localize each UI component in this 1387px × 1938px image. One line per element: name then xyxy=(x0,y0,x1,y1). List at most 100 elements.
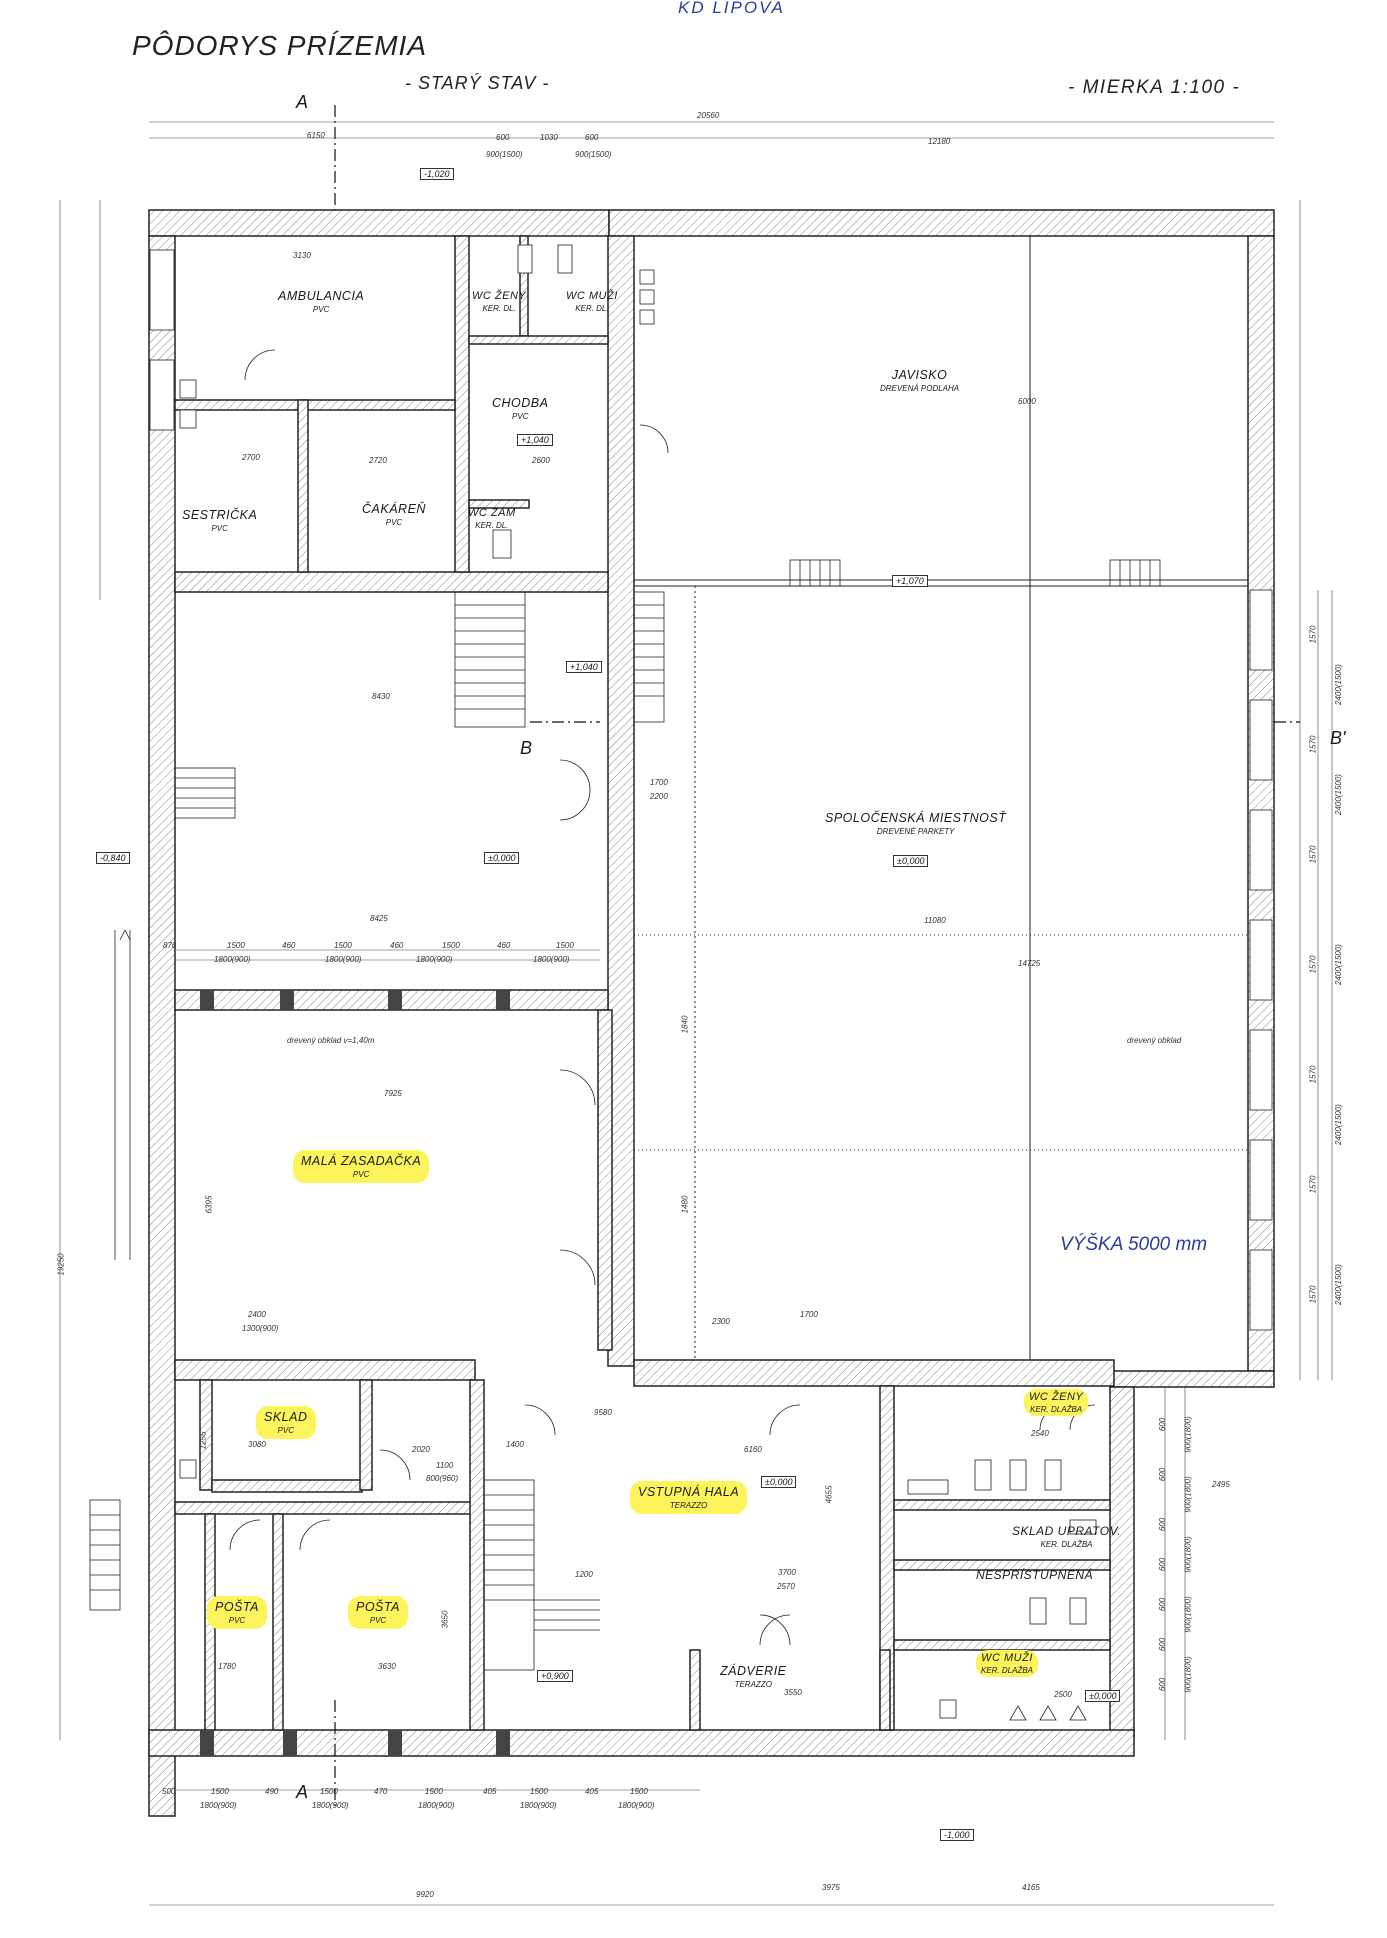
dim-top-small: 600 xyxy=(585,133,599,142)
dim-mid-7925: 7925 xyxy=(384,1089,402,1098)
dim-bottom-total: 9920 xyxy=(416,1890,434,1899)
level-marker: ±0,000 xyxy=(484,852,520,864)
dim-misc: 2400 xyxy=(248,1310,266,1319)
dim-row-upper: 1500 xyxy=(442,941,460,950)
room-wc-muzi-bottom: WC MUŽI KER. DLAŽBA xyxy=(976,1650,1039,1677)
level-marker: -1,000 xyxy=(940,1829,974,1841)
dim-bottom-row: 405 xyxy=(483,1787,497,1796)
dim-bottom-4165: 4165 xyxy=(1022,1883,1040,1892)
room-name: CHODBA xyxy=(492,396,549,410)
level-marker: -0,840 xyxy=(96,852,130,864)
dim-row-upper-b: 1800(900) xyxy=(214,955,251,964)
room-posta-1: POŠTA PVC xyxy=(207,1596,267,1629)
room-name: NESPRÍSTUPNENÁ xyxy=(976,1568,1094,1582)
dim-bottom-3975: 3975 xyxy=(822,1883,840,1892)
dim-main-11080: 11080 xyxy=(924,916,946,925)
level-marker: -1,020 xyxy=(420,168,454,180)
dim-wc-right-b: 900(1800) xyxy=(1183,1656,1193,1693)
dim-misc: 1700 xyxy=(650,778,668,787)
dim-wc-right-b: 900(1800) xyxy=(1183,1476,1193,1513)
room-mala-zasadacka: MALÁ ZASADAČKA PVC xyxy=(293,1150,430,1183)
room-name: WC MUŽI xyxy=(981,1652,1033,1664)
dim-right-side: 1570 xyxy=(1308,955,1318,974)
dim-left-height: 19250 xyxy=(56,1253,66,1276)
dim-row-upper: 460 xyxy=(282,941,296,950)
dim-wc-right: 600 xyxy=(1158,1467,1168,1482)
room-floor: PVC xyxy=(385,518,403,527)
dim-mid-8430: 8430 xyxy=(372,692,390,701)
level-marker: +1,070 xyxy=(892,575,928,587)
dim-bottom-row: 500 xyxy=(162,1787,176,1796)
outer-walls xyxy=(148,209,1275,1817)
dim-bottom-row-b: 1800(900) xyxy=(418,1801,455,1810)
dim-misc: 3650 xyxy=(440,1610,450,1629)
dim-misc: 1300(900) xyxy=(242,1324,279,1333)
dim-bottom-row-b: 1800(900) xyxy=(312,1801,349,1810)
dim-bottom-row-b: 1800(900) xyxy=(200,1801,237,1810)
room-wc-muzi-top: WC MUŽI KER. DL. xyxy=(566,290,618,313)
room-floor: PVC xyxy=(352,1170,370,1179)
room-wc-zam: WC ZAM KER. DL. xyxy=(468,507,516,530)
cladding-note-right: drevený obklad xyxy=(1127,1036,1182,1045)
room-name: SESTRIČKA xyxy=(182,508,258,522)
ramp xyxy=(114,929,131,1260)
room-floor: KER. DLAŽBA xyxy=(1030,1405,1083,1414)
room-vstupna-hala: VSTUPNÁ HALA TERAZZO xyxy=(630,1481,748,1514)
section-lines xyxy=(334,105,1300,1810)
room-name: WC ŽENY xyxy=(1029,1391,1084,1403)
dim-wc-right: 600 xyxy=(1158,1517,1168,1532)
dim-stage-6000: 6000 xyxy=(1018,397,1036,406)
dim-misc: 6395 xyxy=(204,1195,214,1214)
dim-misc: 3630 xyxy=(378,1662,396,1671)
dim-cakaren-w: 2720 xyxy=(369,456,387,465)
dim-wc-right: 600 xyxy=(1158,1597,1168,1612)
dim-misc: 1400 xyxy=(506,1440,524,1449)
dim-bottom-row: 470 xyxy=(374,1787,388,1796)
dim-wc-right-b: 900(1800) xyxy=(1183,1536,1193,1573)
room-floor: PVC xyxy=(211,524,228,533)
doors xyxy=(229,349,1096,1646)
room-wc-zeny-bottom: WC ŽENY KER. DLAŽBA xyxy=(1024,1389,1089,1416)
height-note: VÝŠKA 5000 mm xyxy=(1060,1234,1208,1255)
dim-misc: 1780 xyxy=(218,1662,236,1671)
room-floor: PVC xyxy=(369,1616,387,1625)
dim-misc: 1840 xyxy=(680,1015,690,1034)
room-name: WC ZAM xyxy=(468,507,516,519)
dim-right-side: 1570 xyxy=(1308,845,1318,864)
dim-misc: 1200 xyxy=(575,1570,593,1579)
room-zadverie: ZÁDVERIE TERAZZO xyxy=(720,1664,787,1689)
room-floor: TERAZZO xyxy=(734,1680,772,1689)
dim-right-side-b: 2400(1500) xyxy=(1333,1264,1343,1305)
room-name: ČAKÁREŇ xyxy=(362,502,426,516)
level-marker: ±0,000 xyxy=(1085,1690,1121,1702)
dim-bottom-row: 405 xyxy=(585,1787,599,1796)
room-cakaren: ČAKÁREŇ PVC xyxy=(362,502,426,527)
dim-row-upper: 1500 xyxy=(556,941,574,950)
room-name: VSTUPNÁ HALA xyxy=(638,1485,740,1499)
room-sestricka: SESTRIČKA PVC xyxy=(182,508,257,533)
section-marker-b-prime: B' xyxy=(1330,728,1346,748)
room-floor: KER. DL. xyxy=(482,304,516,313)
dim-top-small-b: 900(1500) xyxy=(575,150,612,159)
dim-top-small-b: 900(1500) xyxy=(486,150,523,159)
room-wc-zeny-top: WC ŽENY KER. DL. xyxy=(472,290,526,313)
dim-misc: 1700 xyxy=(800,1310,818,1319)
dim-bottom-row-b: 1800(900) xyxy=(618,1801,655,1810)
dim-bottom-row-b: 1800(900) xyxy=(520,1801,557,1810)
dim-misc: 1255 xyxy=(198,1431,208,1450)
dim-wc-right-b: 900(1800) xyxy=(1183,1416,1193,1453)
dim-right-side-b: 2400(1500) xyxy=(1333,944,1343,985)
room-name: POŠTA xyxy=(215,1600,259,1614)
section-marker-a-top: A xyxy=(296,92,309,112)
dim-top-small: 600 xyxy=(496,133,510,142)
room-chodba: CHODBA PVC xyxy=(492,396,548,421)
stage-stairs xyxy=(789,559,1161,587)
dim-left-top: 6150 xyxy=(307,131,325,140)
dim-row-upper: 1500 xyxy=(227,941,245,950)
section-marker-a-bottom: A xyxy=(296,1782,309,1802)
dim-sestricka-w: 2700 xyxy=(242,453,260,462)
dim-wc-right: 600 xyxy=(1158,1417,1168,1432)
dim-hall-9580: 9580 xyxy=(594,1408,612,1417)
stage-lines xyxy=(634,236,1248,1360)
dim-misc: 3550 xyxy=(784,1688,802,1697)
